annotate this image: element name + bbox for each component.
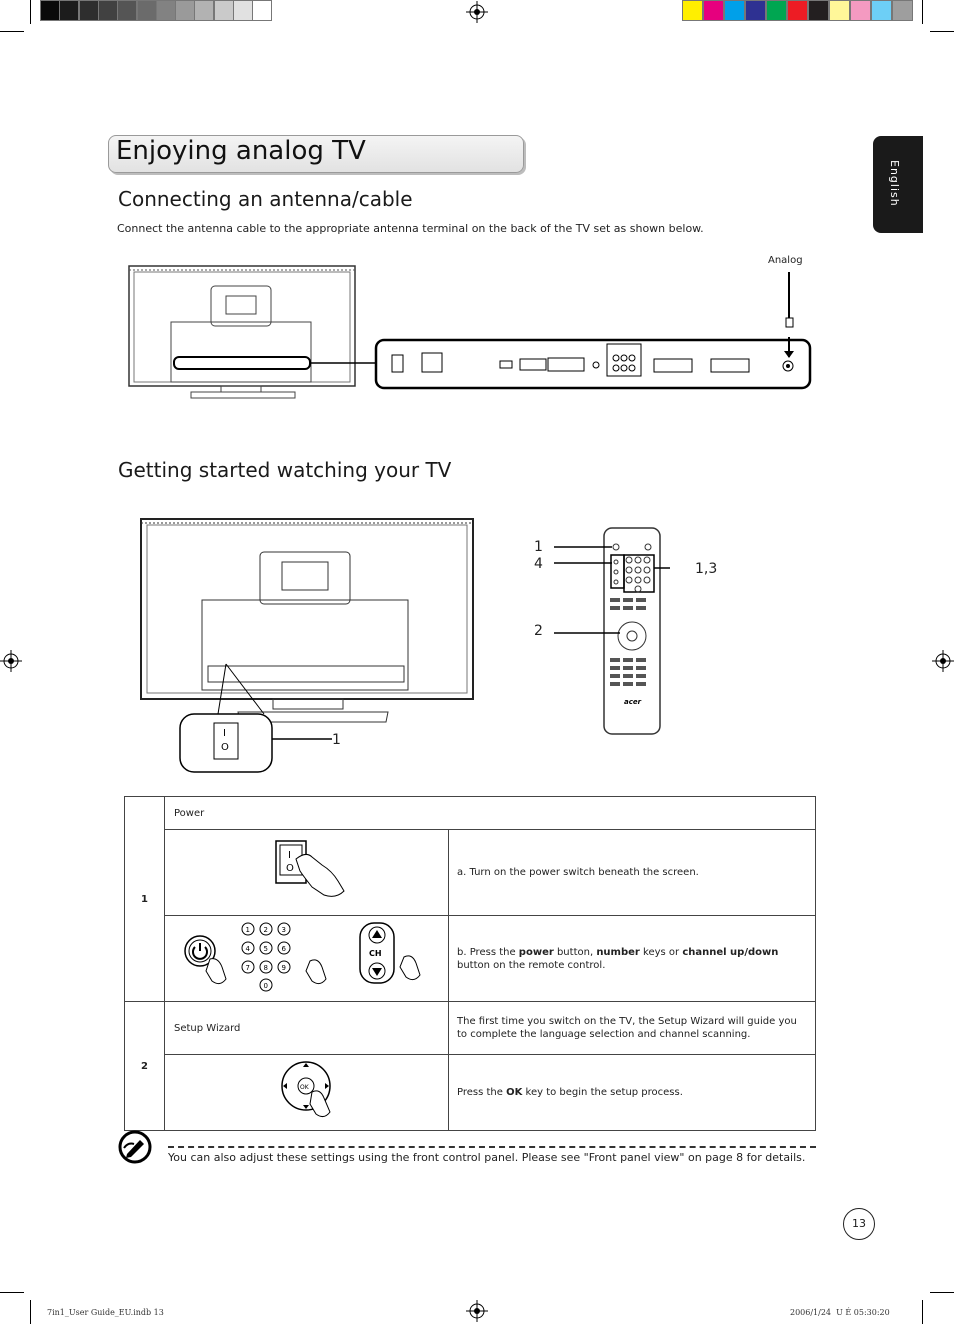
section-heading-getting-started: Getting started watching your TV bbox=[118, 458, 452, 482]
svg-text:OK: OK bbox=[300, 1084, 310, 1091]
keypad-key-3 bbox=[277, 922, 291, 936]
section-title-power: Power bbox=[164, 796, 816, 830]
registration-mark-icon bbox=[0, 650, 22, 672]
keypad-key-6 bbox=[277, 941, 291, 955]
callout-remote-1: 1 bbox=[534, 539, 543, 555]
remote-buttons-illustration: CH 1 2 3 4 5 6 7 8 9 0 bbox=[164, 915, 449, 1002]
gray-swatch bbox=[194, 0, 215, 21]
gray-swatch bbox=[40, 0, 60, 21]
crop-mark bbox=[30, 0, 31, 24]
page-number: 13 bbox=[843, 1208, 875, 1240]
registration-mark-icon bbox=[466, 1, 488, 23]
setup-wizard-intro: The first time you switch on the TV, the… bbox=[448, 1001, 816, 1055]
keypad-key-5 bbox=[259, 941, 273, 955]
step-number: 1 bbox=[124, 796, 165, 1002]
keypad-key-0 bbox=[259, 978, 273, 992]
note-text: You can also adjust these settings using… bbox=[168, 1151, 806, 1164]
crop-mark bbox=[930, 1292, 954, 1293]
note-icon bbox=[118, 1130, 152, 1164]
gray-swatch bbox=[252, 0, 273, 21]
step-1a-text: a. Turn on the power switch beneath the … bbox=[448, 829, 816, 916]
color-swatch bbox=[766, 0, 787, 21]
crop-mark bbox=[922, 1300, 923, 1324]
power-switch-illustration: I O bbox=[164, 829, 449, 916]
steps-table: 1 Power I O a. Turn on the power switch … bbox=[124, 796, 816, 1131]
print-slug-right: 2006/1/24 U É 05:30:20 bbox=[790, 1308, 890, 1317]
antenna-instructions: Connect the antenna cable to the appropr… bbox=[117, 222, 704, 235]
registration-mark-icon bbox=[932, 650, 954, 672]
crop-mark bbox=[30, 1300, 31, 1324]
step-2-text: Press the OK key to begin the setup proc… bbox=[448, 1054, 816, 1131]
keypad-key-label: 0 bbox=[264, 982, 268, 990]
color-swatch bbox=[808, 0, 829, 21]
keypad-key-label: 2 bbox=[264, 926, 268, 934]
gray-swatch bbox=[233, 0, 253, 21]
svg-text:CH: CH bbox=[369, 949, 382, 958]
keypad-key-label: 5 bbox=[264, 945, 268, 953]
keypad-key-7 bbox=[241, 960, 255, 974]
keypad-key-label: 3 bbox=[282, 926, 286, 934]
keypad-key-label: 8 bbox=[264, 964, 268, 972]
gray-swatch bbox=[59, 0, 80, 21]
keypad-key-1 bbox=[241, 922, 255, 936]
language-tab bbox=[873, 136, 923, 233]
keypad-key-2 bbox=[259, 922, 273, 936]
svg-text:O: O bbox=[286, 863, 294, 874]
svg-text:O: O bbox=[221, 742, 229, 753]
crop-mark bbox=[930, 31, 954, 32]
print-slug-left: 7in1_User Guide_EU.indb 13 bbox=[47, 1308, 164, 1317]
color-swatch bbox=[871, 0, 892, 21]
note-divider bbox=[168, 1146, 816, 1148]
keypad-key-9 bbox=[277, 960, 291, 974]
title-banner bbox=[108, 135, 524, 173]
ok-key-hand-icon: OK bbox=[281, 1061, 331, 1118]
color-swatch bbox=[892, 0, 913, 21]
callout-remote-1-3: 1,3 bbox=[695, 561, 718, 577]
svg-text:I: I bbox=[288, 850, 291, 861]
section-title-setup-wizard: Setup Wizard bbox=[164, 1001, 449, 1055]
page-title: Enjoying analog TV bbox=[116, 136, 366, 166]
analog-label: Analog bbox=[768, 255, 803, 266]
power-switch-hand-icon: I O bbox=[275, 840, 345, 897]
gray-swatch bbox=[175, 0, 196, 21]
step-1b-text: b. Press the power button, number keys o… bbox=[448, 915, 816, 1002]
gray-swatch bbox=[117, 0, 138, 21]
remote-keypad-icon: CH 1 2 3 4 5 6 7 8 9 0 bbox=[184, 922, 421, 992]
keypad-key-4 bbox=[241, 941, 255, 955]
keypad-key-label: 9 bbox=[282, 964, 286, 972]
gray-swatch bbox=[78, 0, 99, 21]
color-swatch bbox=[682, 0, 703, 21]
tv-back-connection-diagram bbox=[128, 265, 812, 399]
registration-mark-icon bbox=[466, 1300, 488, 1322]
ok-button-illustration: OK bbox=[164, 1054, 449, 1131]
keypad-key-label: 1 bbox=[246, 926, 250, 934]
color-swatch bbox=[703, 0, 724, 21]
callout-remote-4: 4 bbox=[534, 556, 543, 572]
svg-text:acer: acer bbox=[624, 698, 642, 706]
gray-swatch bbox=[155, 0, 176, 21]
step-number: 2 bbox=[124, 1001, 165, 1131]
gray-swatch bbox=[213, 0, 234, 21]
crop-mark bbox=[922, 0, 923, 24]
language-tab-label: English bbox=[888, 160, 901, 207]
keypad-key-label: 7 bbox=[246, 964, 250, 972]
keypad-key-label: 4 bbox=[246, 945, 251, 953]
crop-mark bbox=[0, 1292, 24, 1293]
callout-power-switch: 1 bbox=[332, 732, 341, 748]
color-swatch bbox=[829, 0, 850, 21]
color-swatch bbox=[850, 0, 871, 21]
crop-mark bbox=[0, 31, 24, 32]
svg-text:I: I bbox=[223, 728, 226, 739]
section-heading-antenna: Connecting an antenna/cable bbox=[118, 187, 413, 211]
color-swatch bbox=[787, 0, 808, 21]
gray-swatch bbox=[97, 0, 118, 21]
remote-control-diagram: acer bbox=[554, 527, 670, 735]
color-swatch bbox=[724, 0, 745, 21]
callout-remote-2: 2 bbox=[534, 623, 543, 639]
color-swatch bbox=[745, 0, 766, 21]
keypad-key-8 bbox=[259, 960, 273, 974]
tv-rear-power-switch-diagram: I O bbox=[140, 518, 474, 773]
gray-swatch bbox=[136, 0, 157, 21]
keypad-key-label: 6 bbox=[282, 945, 287, 953]
